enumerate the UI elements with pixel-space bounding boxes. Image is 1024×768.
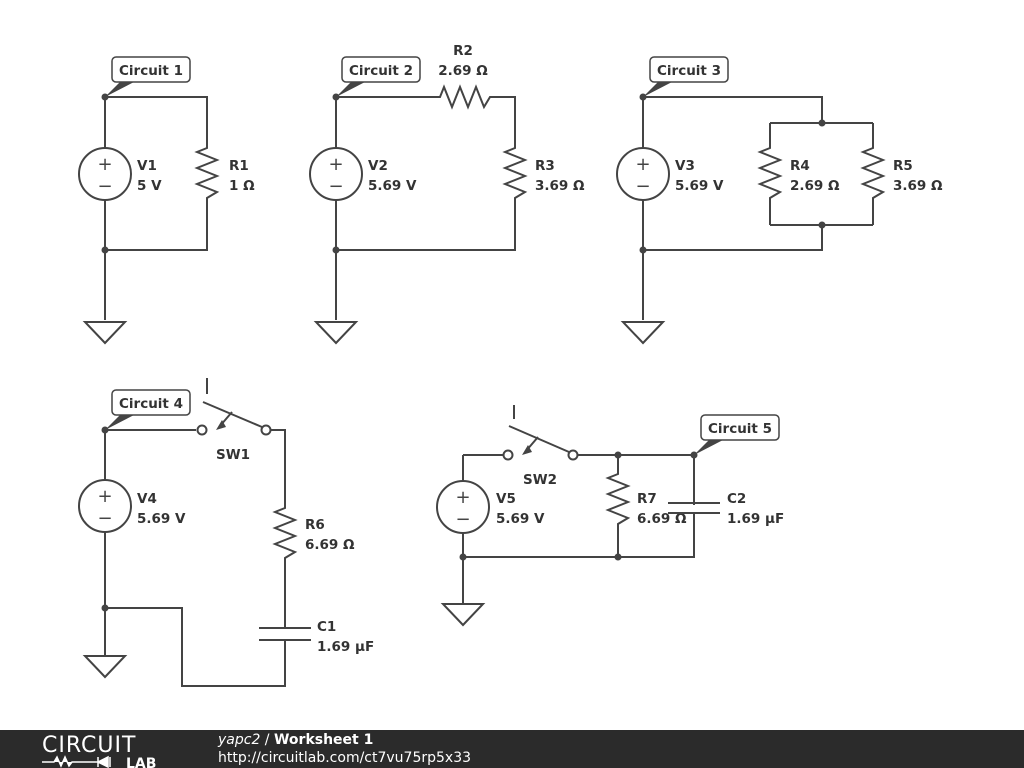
r1-name: R1: [229, 158, 249, 174]
breadcrumb-separator: /: [260, 732, 274, 748]
svg-text:+: +: [635, 154, 650, 175]
r4-value: 2.69 Ω: [790, 178, 840, 194]
c2-value: 1.69 µF: [727, 511, 784, 527]
svg-text:Circuit 5: Circuit 5: [708, 421, 772, 437]
svg-text:+: +: [455, 487, 470, 508]
sw2-name: SW2: [523, 472, 557, 488]
voltage-source-v1[interactable]: + −: [78, 147, 132, 201]
circuitlab-logo[interactable]: CIRCUIT LAB: [40, 732, 180, 768]
worksheet-title[interactable]: Worksheet 1: [273, 732, 374, 748]
r3-value: 3.69 Ω: [535, 178, 585, 194]
user-link[interactable]: yapc2: [218, 732, 261, 748]
voltage-source-v2[interactable]: + −: [309, 147, 363, 201]
svg-text:+: +: [97, 486, 112, 507]
svg-text:−: −: [97, 176, 112, 197]
circuit-5: + − V5 5.69 V SW2 R7 6.69 Ω C2 1.69 µF C…: [436, 405, 784, 627]
switch-sw1[interactable]: [196, 378, 272, 436]
resistor-r3[interactable]: [502, 140, 528, 206]
c2-name: C2: [727, 491, 746, 507]
svg-text:CIRCUIT: CIRCUIT: [42, 733, 136, 758]
svg-text:Circuit 3: Circuit 3: [657, 63, 721, 79]
c1-name: C1: [317, 619, 336, 635]
circuit-2-tag[interactable]: Circuit 2: [336, 56, 421, 97]
resistor-r6[interactable]: [272, 500, 298, 566]
v3-value: 5.69 V: [675, 178, 724, 194]
r5-name: R5: [893, 158, 913, 174]
v3-name: V3: [675, 158, 695, 174]
v1-value: 5 V: [137, 178, 162, 194]
ground-icon: [313, 321, 359, 345]
v5-value: 5.69 V: [496, 511, 545, 527]
svg-text:Circuit 1: Circuit 1: [119, 63, 183, 79]
worksheet-url[interactable]: http://circuitlab.com/ct7vu75rp5x33: [218, 750, 472, 766]
circuit-3-tag[interactable]: Circuit 3: [643, 56, 729, 97]
circuit-3: + − V3 5.69 V R4 2.69 Ω R5 3.69 Ω Circui…: [616, 56, 943, 345]
svg-text:Circuit 4: Circuit 4: [119, 396, 183, 412]
ground-icon: [620, 321, 666, 345]
r5-value: 3.69 Ω: [893, 178, 943, 194]
switch-sw2[interactable]: [502, 405, 579, 461]
circuit-4-tag[interactable]: Circuit 4: [105, 389, 191, 430]
circuit-1: + − V1 5 V R1 1 Ω Circuit 1: [78, 56, 255, 345]
footer-bar: CIRCUIT LAB yapc2 / Worksheet 1 http://c…: [0, 730, 1024, 768]
svg-text:−: −: [97, 508, 112, 529]
capacitor-c1[interactable]: [259, 627, 311, 641]
r2-name: R2: [453, 43, 473, 59]
svg-text:−: −: [635, 176, 650, 197]
r4-name: R4: [790, 158, 810, 174]
resistor-r4[interactable]: [757, 140, 783, 206]
v1-name: V1: [137, 158, 157, 174]
voltage-source-v3[interactable]: + −: [616, 147, 670, 201]
resistor-r7[interactable]: [605, 466, 631, 532]
circuit-2: + − V2 5.69 V R2 2.69 Ω R3 3.69 Ω Circui…: [309, 43, 585, 345]
worksheet-breadcrumb: yapc2 / Worksheet 1: [218, 732, 373, 748]
resistor-r5[interactable]: [860, 140, 886, 206]
r2-value: 2.69 Ω: [438, 63, 488, 79]
r6-name: R6: [305, 517, 325, 533]
voltage-source-v5[interactable]: + −: [436, 480, 490, 534]
resistor-r1[interactable]: [194, 140, 220, 206]
v2-value: 5.69 V: [368, 178, 417, 194]
v4-name: V4: [137, 491, 157, 507]
svg-text:Circuit 2: Circuit 2: [349, 63, 413, 79]
r6-value: 6.69 Ω: [305, 537, 355, 553]
circuit-1-tag[interactable]: Circuit 1: [105, 56, 191, 97]
svg-text:LAB: LAB: [126, 756, 156, 768]
svg-text:+: +: [328, 154, 343, 175]
r7-name: R7: [637, 491, 657, 507]
ground-icon: [440, 603, 486, 627]
resistor-r2[interactable]: [432, 84, 494, 110]
svg-text:+: +: [97, 154, 112, 175]
voltage-source-v4[interactable]: + −: [78, 479, 132, 533]
c1-value: 1.69 µF: [317, 639, 374, 655]
v4-value: 5.69 V: [137, 511, 186, 527]
ground-icon: [82, 655, 128, 679]
v5-name: V5: [496, 491, 516, 507]
circuit-4: + − V4 5.69 V SW1 R6 6.69 Ω C1 1.69 µF C…: [78, 378, 374, 687]
circuit-5-tag[interactable]: Circuit 5: [694, 414, 780, 455]
sw1-name: SW1: [216, 447, 250, 463]
schematic-canvas: + − V1 5 V R1 1 Ω Circuit 1 + − V2 5.69 …: [78, 43, 943, 687]
ground-icon: [82, 321, 128, 345]
svg-text:−: −: [455, 509, 470, 530]
svg-text:−: −: [328, 176, 343, 197]
r1-value: 1 Ω: [229, 178, 255, 194]
r7-value: 6.69 Ω: [637, 511, 687, 527]
v2-name: V2: [368, 158, 388, 174]
r3-name: R3: [535, 158, 555, 174]
capacitor-c2[interactable]: [668, 502, 720, 514]
